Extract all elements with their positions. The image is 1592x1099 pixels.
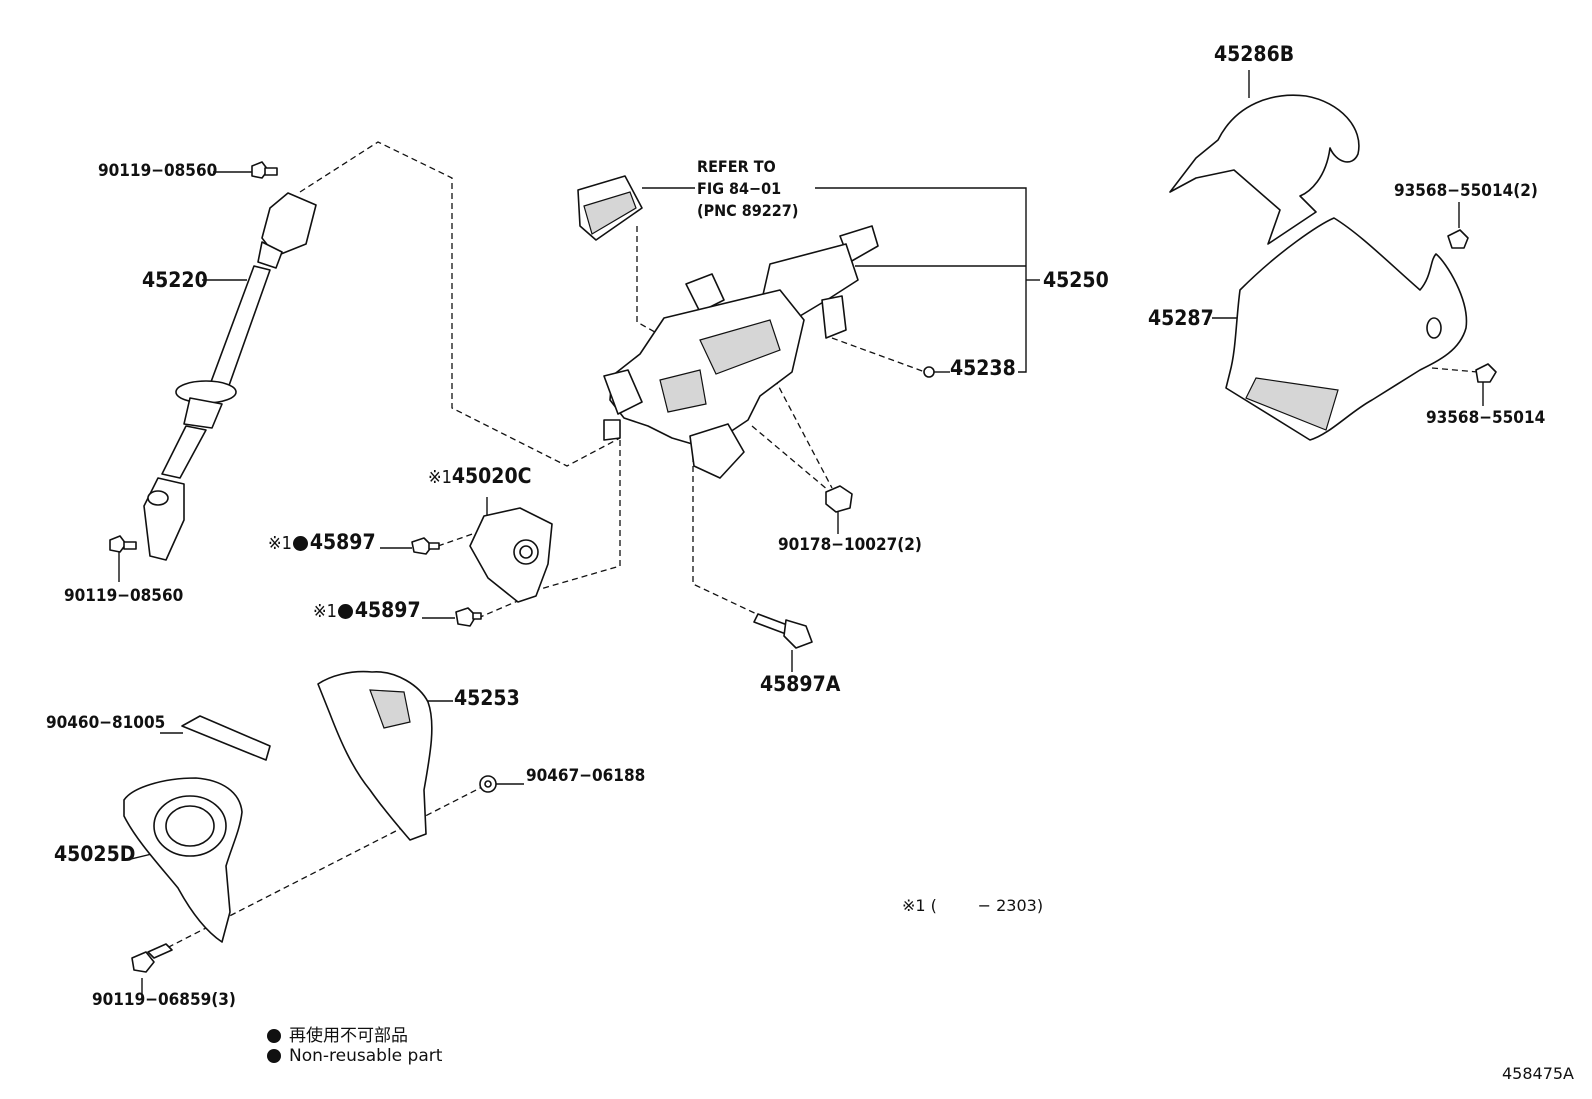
non-reusable-dot-icon <box>292 536 308 551</box>
callout-45220: 45220 <box>142 268 208 292</box>
bolt-45897-upper <box>411 537 440 555</box>
callout-45020c-text: 45020C <box>451 464 532 488</box>
callout-45020c: ※145020C <box>428 466 531 487</box>
bolt-90119-06859 <box>131 943 173 973</box>
callout-90178-10027-2: 90178−10027(2) <box>778 535 922 555</box>
figure-id: 458475A <box>1501 1064 1574 1083</box>
ecu-module-89227 <box>577 175 643 241</box>
callout-45897-upper-text: 45897 <box>309 530 376 554</box>
callout-93568-55014: 93568−55014 <box>1426 408 1546 428</box>
non-reusable-dot-icon <box>337 604 353 619</box>
band-90460-81005 <box>181 715 271 761</box>
steering-lock-45020c <box>469 507 553 603</box>
screw-93568-55014-lower <box>1475 363 1497 383</box>
legend-jp-text: 再使用不可部品 <box>289 1026 408 1046</box>
callout-45287: 45287 <box>1148 306 1214 330</box>
marker-note-1: ※1 <box>428 467 452 488</box>
callout-45238: 45238 <box>950 356 1016 380</box>
leader-lines <box>118 70 1484 1000</box>
steering-column-45250 <box>603 225 879 479</box>
bolt-90119-08560-bottom <box>109 535 137 553</box>
lower-cover-45287 <box>1225 217 1468 441</box>
non-reusable-dot-icon <box>267 1029 281 1043</box>
callout-45897-upper: ※1 45897 <box>268 532 376 553</box>
remark-note-1: ※1 ( − 2303) <box>902 896 1044 915</box>
upper-cover-45286b <box>1169 94 1360 245</box>
refer-line-3: (PNC 89227) <box>697 201 799 220</box>
callout-93568-55014-2: 93568−55014(2) <box>1394 181 1538 201</box>
callout-90467-06188: 90467−06188 <box>526 766 646 786</box>
callout-90460-81005: 90460−81005 <box>46 713 166 733</box>
callout-45897-lower-text: 45897 <box>354 598 421 622</box>
legend-english: Non-reusable part <box>266 1046 442 1066</box>
non-reusable-dot-icon <box>267 1049 281 1063</box>
callout-90119-08560-bottom: 90119−08560 <box>64 586 184 606</box>
marker-note-1: ※1 <box>268 533 292 554</box>
callout-45250: 45250 <box>1043 268 1109 292</box>
screw-45238 <box>923 366 935 378</box>
seal-45025d <box>123 777 243 943</box>
bolt-45897a <box>753 613 813 649</box>
refer-line-1: REFER TO <box>697 157 776 176</box>
column-cover-45253 <box>317 670 433 841</box>
clip-90467-06188 <box>479 775 497 793</box>
bolt-90119-08560-top <box>251 161 278 179</box>
callout-90119-08560-top: 90119−08560 <box>98 161 218 181</box>
refer-line-2: FIG 84−01 <box>697 179 782 198</box>
callout-45286b: 45286B <box>1214 42 1295 66</box>
nut-90178-10027 <box>825 485 853 513</box>
callout-45025d: 45025D <box>54 842 136 866</box>
marker-note-1: ※1 <box>313 601 337 622</box>
callout-45253: 45253 <box>454 686 520 710</box>
legend-japanese: 再使用不可部品 <box>266 1021 408 1046</box>
screw-93568-55014-upper <box>1447 229 1469 249</box>
intermediate-shaft-45220 <box>143 192 317 561</box>
refer-note: REFER TO FIG 84−01 (PNC 89227) <box>697 156 798 222</box>
callout-90119-06859-3: 90119−06859(3) <box>92 990 236 1010</box>
callout-45897a: 45897A <box>760 672 841 696</box>
bolt-45897-lower <box>455 607 482 627</box>
callout-45897-lower: ※1 45897 <box>313 600 421 621</box>
legend-en-text: Non-reusable part <box>289 1046 443 1066</box>
